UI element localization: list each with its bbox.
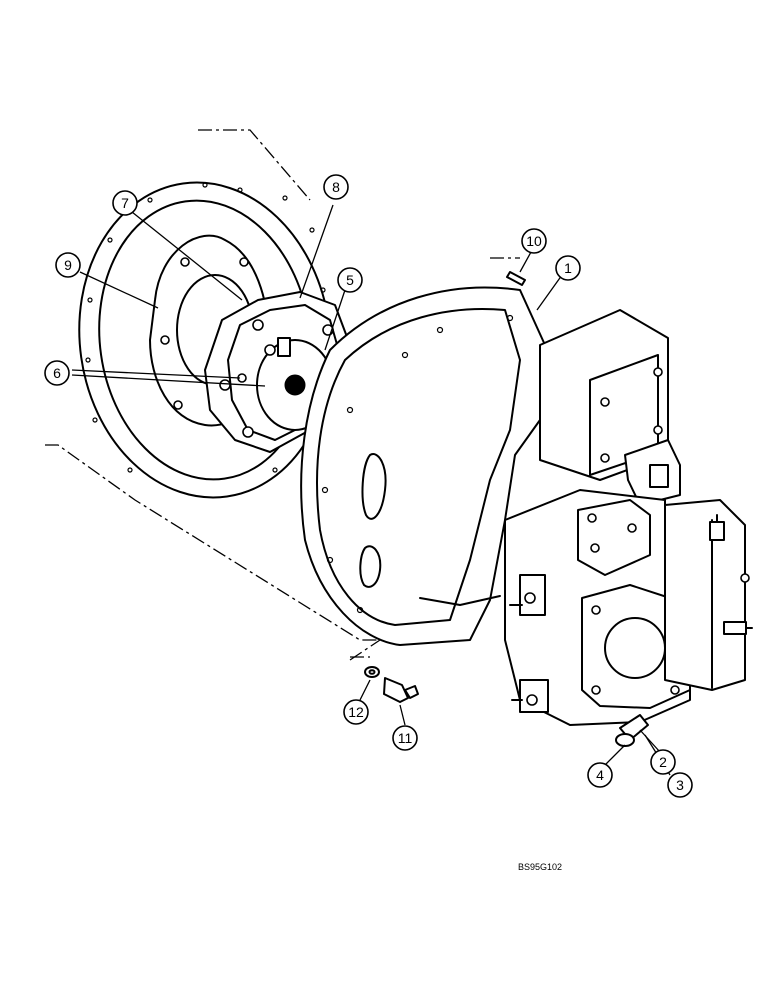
callout-4: 4 <box>587 762 613 788</box>
center-lines <box>45 129 520 661</box>
svg-text:12: 12 <box>348 704 364 720</box>
svg-text:7: 7 <box>121 195 129 211</box>
washer <box>364 666 380 678</box>
callout-9: 9 <box>55 252 81 278</box>
callout-2: 2 <box>650 749 676 775</box>
callout-12: 12 <box>343 699 369 725</box>
svg-text:8: 8 <box>332 179 340 195</box>
svg-text:3: 3 <box>676 777 684 793</box>
svg-text:9: 9 <box>64 257 72 273</box>
svg-text:1: 1 <box>564 260 572 276</box>
svg-text:4: 4 <box>596 767 604 783</box>
callout-5: 5 <box>337 267 363 293</box>
control-box <box>539 309 681 506</box>
dowel-pin <box>506 271 526 286</box>
callout-1: 1 <box>555 255 581 281</box>
svg-text:2: 2 <box>659 754 667 770</box>
svg-text:11: 11 <box>398 730 413 746</box>
callout-6: 6 <box>44 360 70 386</box>
svg-text:6: 6 <box>53 365 61 381</box>
callout-8: 8 <box>323 174 349 200</box>
valve-block <box>664 499 753 691</box>
reference-code: BS95G102 <box>518 862 562 872</box>
callout-11: 11 <box>392 725 418 751</box>
callout-3: 3 <box>667 772 693 798</box>
svg-text:10: 10 <box>526 233 542 249</box>
callout-7: 7 <box>112 190 138 216</box>
callout-10: 10 <box>521 228 547 254</box>
svg-text:5: 5 <box>346 272 354 288</box>
pump-body <box>504 489 691 726</box>
elbow-fitting <box>615 714 649 747</box>
leader-lines <box>71 204 671 776</box>
bolt <box>383 677 419 703</box>
bell-housing <box>300 286 546 646</box>
